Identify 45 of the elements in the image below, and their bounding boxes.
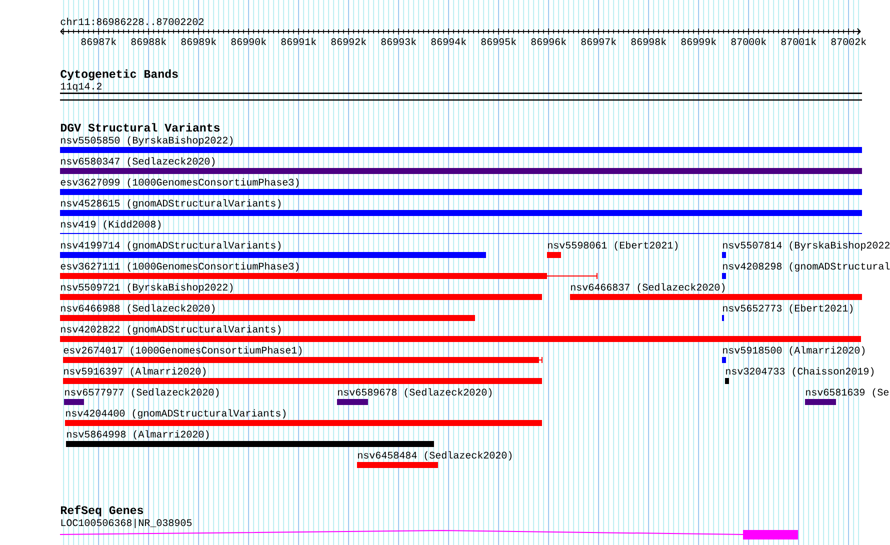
variant-label: nsv5598061 (Ebert2021) [548, 241, 678, 251]
variant-label: nsv6466837 (Sedlazeck2020) [571, 283, 725, 293]
tick-label: 86987k [81, 38, 116, 46]
tick-label: 86988k [131, 38, 166, 46]
variant-label: nsv5505850 (ByrskaBishop2022) [61, 136, 233, 146]
variant-label: nsv4202822 (gnomADStructuralVariants) [61, 325, 281, 335]
variant-label: nsv419 (Kidd2008) [61, 220, 161, 230]
variant-label: nsv6589678 (Sedlazeck2020) [338, 388, 492, 398]
variant-label: nsv6458484 (Sedlazeck2020) [358, 451, 512, 461]
tick-label: 86998k [631, 38, 666, 46]
tick-label: 86993k [381, 38, 416, 46]
tick-label: 86996k [531, 38, 566, 46]
tick-label: 86995k [481, 38, 516, 46]
tick-label: 86997k [581, 38, 616, 46]
tick-label: 86990k [231, 38, 266, 46]
tick-label: 87001k [781, 38, 816, 46]
variant-label: nsv3204733 (Chaisson2019) [726, 367, 874, 377]
variant-label: nsv4528615 (gnomADStructuralVariants) [61, 199, 281, 209]
variant-label: esv3627111 (1000GenomesConsortiumPhase3) [60, 262, 299, 272]
tick-label: 87002k [831, 38, 866, 46]
variant-label: nsv6577977 (Sedlazeck2020) [65, 388, 219, 398]
tick-label: 86994k [431, 38, 466, 46]
gene-label: LOC100506368|NR_038905 [61, 518, 192, 528]
variant-label: nsv5652773 (Ebert2021) [723, 304, 853, 314]
band-label: 11q14.2 [60, 82, 102, 92]
variant-label: nsv6466988 (Sedlazeck2020) [61, 304, 215, 314]
variant-label: nsv5918500 (Almarri2020) [723, 346, 865, 356]
location-label: chr11:86986228..87002202 [60, 18, 204, 26]
tick-label: 86999k [681, 38, 716, 46]
variant-label: nsv4199714 (gnomADStructuralVariants) [61, 241, 281, 251]
variant-label: nsv6581639 (Se [806, 388, 889, 398]
tick-label: 86989k [181, 38, 216, 46]
variant-label: nsv5507814 (ByrskaBishop2022 [723, 241, 890, 251]
tick-label: 87000k [731, 38, 766, 46]
variant-label: nsv5864998 (Almarri2020) [67, 430, 209, 440]
variant-label: nsv5509721 (ByrskaBishop2022) [61, 283, 233, 293]
track-title: DGV Structural Variants [60, 123, 220, 132]
tick-label: 86991k [281, 38, 316, 46]
variant-label: esv2674017 (1000GenomesConsortiumPhase1) [64, 346, 302, 356]
variant-label: nsv5916397 (Almarri2020) [64, 367, 206, 377]
variant-label: nsv4204400 (gnomADStructuralVariants) [66, 409, 286, 419]
tick-label: 86992k [331, 38, 366, 46]
variant-label: nsv6580347 (Sedlazeck2020) [61, 157, 215, 167]
variant-label: esv3627099 (1000GenomesConsortiumPhase3) [60, 178, 299, 188]
variant-label: nsv4208298 (gnomADStructural [723, 262, 890, 272]
